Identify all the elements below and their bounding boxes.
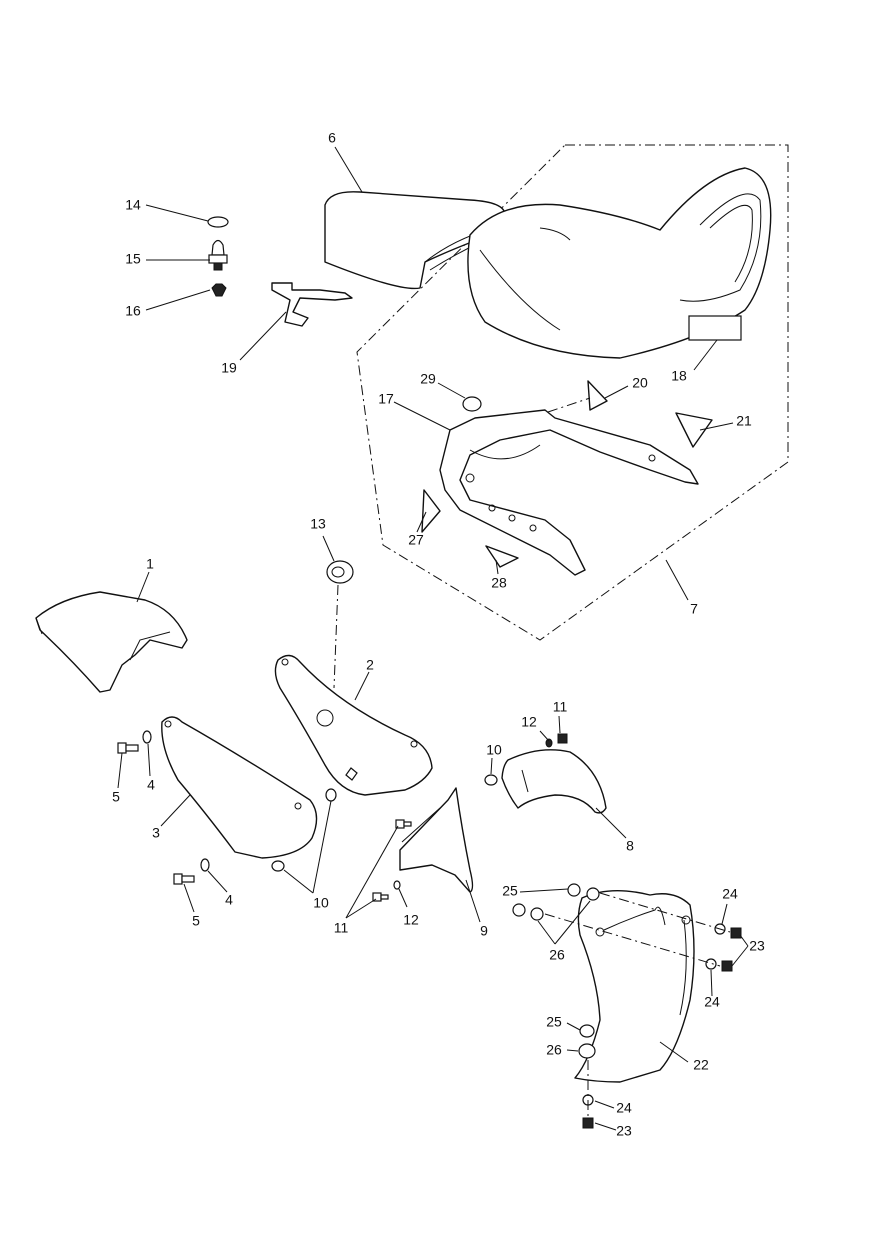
part-2-side-panel <box>274 654 433 796</box>
callout-23-ab: 23 <box>749 938 765 954</box>
alignment-line-cowl-a <box>599 892 731 933</box>
part-28-pad <box>485 545 519 568</box>
part-16-nut <box>211 283 227 297</box>
hardware-23-bolt-b <box>721 960 733 972</box>
part-22-cowl <box>574 889 695 1083</box>
callout-2: 2 <box>366 657 374 673</box>
hardware-26-spacer-a <box>586 887 600 901</box>
callout-28: 28 <box>491 575 507 591</box>
callout-14: 14 <box>125 197 141 213</box>
callout-20: 20 <box>632 375 648 391</box>
seat-label-tag <box>688 315 742 341</box>
callout-15: 15 <box>125 251 141 267</box>
callout-22: 22 <box>693 1057 709 1073</box>
part-3-side-cover <box>161 716 318 859</box>
callout-1: 1 <box>146 556 154 572</box>
hardware-4-washer-lower <box>200 858 210 872</box>
hardware-26-spacer-b <box>530 907 544 921</box>
part-14-washer <box>207 216 229 228</box>
hardware-10-grommet-c <box>484 774 498 786</box>
callout-labels: 1 2 3 4 4 5 5 6 7 8 9 10 10 10 11 11 12 … <box>112 130 765 1139</box>
assembly-7-boundary <box>356 144 789 641</box>
alignment-line-20 <box>547 397 591 413</box>
part-9-bracket-plate <box>399 787 474 893</box>
callout-11-bc: 11 <box>334 920 349 936</box>
part-13-grommet <box>326 560 354 584</box>
hardware-25-grommet-c <box>579 1024 595 1038</box>
callout-25-ab: 25 <box>502 883 518 899</box>
callout-9: 9 <box>480 923 488 939</box>
part-17-seat-frame <box>439 409 699 576</box>
callout-24-a: 24 <box>722 886 738 902</box>
hardware-11-screw-c <box>372 892 389 902</box>
callout-5-upper: 5 <box>112 789 120 805</box>
part-19-bracket <box>271 282 353 327</box>
callout-19: 19 <box>221 360 237 376</box>
part-1-cover <box>35 591 188 693</box>
callout-7: 7 <box>690 601 698 617</box>
callout-5-lower: 5 <box>192 913 200 929</box>
part-8-rear-panel <box>501 749 607 814</box>
callout-12-b: 12 <box>403 912 419 928</box>
callout-24-b: 24 <box>704 994 720 1010</box>
hardware-11-screw-a <box>557 733 568 744</box>
callout-6: 6 <box>328 130 336 146</box>
callout-27: 27 <box>408 532 424 548</box>
part-29-grommet <box>462 396 482 412</box>
callout-16: 16 <box>125 303 141 319</box>
hardware-5-screw-lower <box>173 873 195 885</box>
hardware-25-grommet-b <box>512 903 526 917</box>
part-15-stud <box>208 239 228 271</box>
callout-26-ab: 26 <box>549 947 565 963</box>
callout-26-c: 26 <box>546 1042 562 1058</box>
callout-4-lower: 4 <box>225 892 233 908</box>
callout-13: 13 <box>310 516 326 532</box>
part-20-pad <box>587 380 608 411</box>
hardware-4-washer-upper <box>142 730 152 744</box>
callout-11-a: 11 <box>553 699 568 715</box>
callout-29: 29 <box>420 371 436 387</box>
hardware-26-spacer-c <box>578 1043 596 1059</box>
callout-10-c: 10 <box>486 742 502 758</box>
hardware-12-washer-b <box>393 880 401 890</box>
part-21-pad <box>675 412 713 448</box>
hardware-10-grommet-a <box>325 788 337 802</box>
callout-4-upper: 4 <box>147 777 155 793</box>
callout-3: 3 <box>152 825 160 841</box>
leader-lines <box>117 146 749 1131</box>
part-27-pad <box>421 489 441 533</box>
hardware-23-bolt-c <box>582 1117 594 1129</box>
hardware-23-bolt-a <box>730 927 742 939</box>
callout-21: 21 <box>736 413 752 429</box>
callout-12-a: 12 <box>521 714 537 730</box>
part-18-rider-seat <box>467 167 772 359</box>
callout-23-c: 23 <box>616 1123 632 1139</box>
callout-10-ab: 10 <box>313 895 329 911</box>
callout-24-c: 24 <box>616 1100 632 1116</box>
callout-18: 18 <box>671 368 687 384</box>
alignment-line-13 <box>333 584 339 689</box>
hardware-25-grommet-a <box>567 883 581 897</box>
hardware-10-grommet-b <box>271 860 285 872</box>
hardware-5-screw-upper <box>117 742 139 754</box>
hardware-11-screw-b <box>395 819 412 829</box>
callout-17: 17 <box>378 391 394 407</box>
callout-8: 8 <box>626 838 634 854</box>
callout-25-c: 25 <box>546 1014 562 1030</box>
hardware-12-washer-a <box>545 738 553 748</box>
hardware-24-washer-b <box>705 958 717 970</box>
